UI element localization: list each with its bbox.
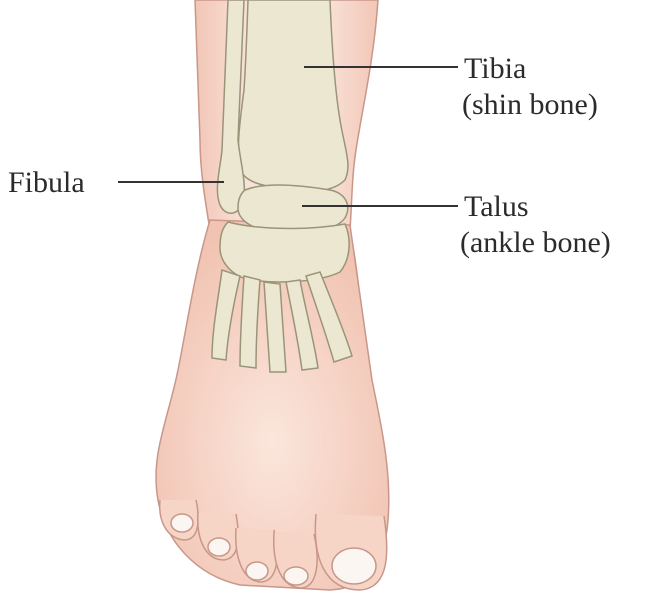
- toe-3-nail: [246, 562, 268, 580]
- toe-2-nail: [284, 567, 308, 585]
- tibia-sublabel: (shin bone): [462, 88, 598, 121]
- talus-sublabel: (ankle bone): [460, 226, 611, 259]
- toe-5-nail: [171, 514, 193, 532]
- tibia-bone: [238, 0, 348, 191]
- big-toe-nail: [332, 548, 376, 584]
- tibia-label: Tibia: [464, 52, 526, 85]
- toe-4-nail: [208, 538, 230, 556]
- tarsal-bones: [220, 222, 349, 282]
- fibula-label: Fibula: [8, 166, 85, 199]
- talus-label: Talus: [464, 190, 529, 223]
